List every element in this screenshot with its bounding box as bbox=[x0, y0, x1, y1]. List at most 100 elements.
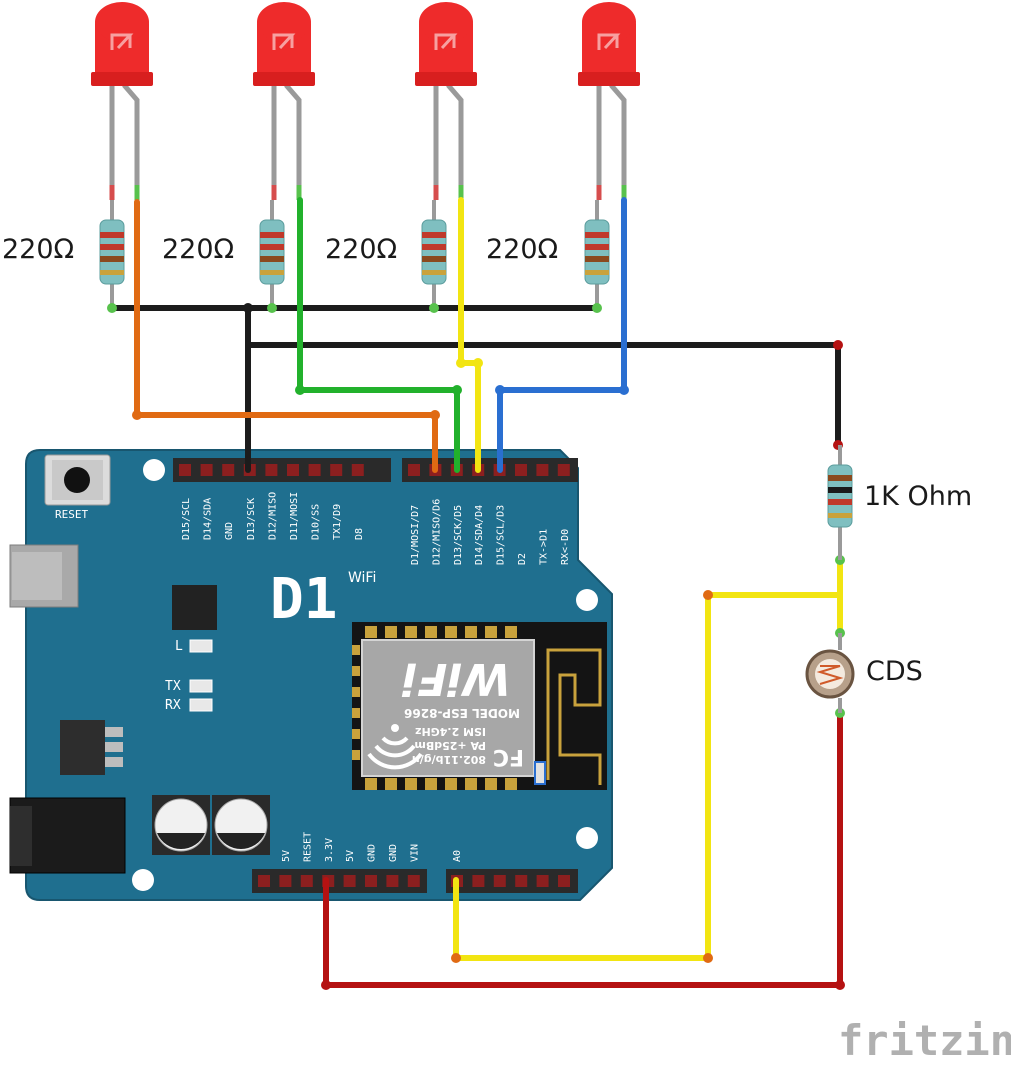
wire-node bbox=[835, 980, 845, 990]
wire-orange-d6 bbox=[134, 199, 438, 473]
header-pin bbox=[308, 464, 321, 476]
header-pin bbox=[265, 464, 278, 476]
wire-node bbox=[703, 953, 713, 963]
wemos-d1-board: RESET L TX RX bbox=[9, 449, 613, 901]
wire-node bbox=[619, 385, 629, 395]
header-top-right bbox=[402, 458, 578, 482]
resistor-1-label: 220Ω bbox=[2, 234, 74, 265]
module-line1: 802.11b/g/n bbox=[412, 753, 486, 766]
header-pin bbox=[222, 464, 235, 476]
reset-button[interactable]: RESET bbox=[44, 454, 111, 521]
header-pin bbox=[515, 875, 528, 887]
header-pin bbox=[536, 875, 549, 887]
resistor-1k bbox=[827, 445, 853, 560]
wire-node bbox=[267, 303, 277, 313]
module-model: MODEL ESP-8266 bbox=[404, 706, 520, 720]
board-logo: D1 bbox=[270, 567, 337, 632]
header-pin bbox=[536, 464, 549, 476]
capacitor bbox=[152, 795, 210, 855]
pin-label: GND bbox=[367, 844, 378, 862]
module-line2: PA +25dBm bbox=[414, 739, 486, 752]
led-l-label: L bbox=[175, 639, 183, 654]
usb-port-inner bbox=[12, 552, 62, 600]
led bbox=[91, 2, 153, 200]
cds-label: CDS bbox=[866, 656, 923, 687]
led-tx-label: TX bbox=[165, 679, 181, 694]
wire-node bbox=[451, 953, 461, 963]
wire-node bbox=[592, 303, 602, 313]
pin-label: 3.3V bbox=[324, 838, 335, 862]
pin-label: 5V bbox=[281, 850, 292, 862]
reset-label: RESET bbox=[55, 508, 88, 521]
wire-node bbox=[703, 590, 713, 600]
capacitor bbox=[212, 795, 270, 855]
wire-node bbox=[452, 385, 462, 395]
resistor-4-label: 220Ω bbox=[486, 234, 558, 265]
pin-label: D15/SCL bbox=[181, 498, 192, 540]
pin-label: RX<-D0 bbox=[560, 529, 571, 565]
pin-label: D12/MISO/D6 bbox=[431, 499, 442, 565]
pin-label: GND bbox=[224, 522, 235, 540]
wifi-icon bbox=[367, 724, 423, 770]
wire-node bbox=[132, 410, 142, 420]
wire-node bbox=[456, 358, 466, 368]
resistor-3-label: 220Ω bbox=[325, 234, 397, 265]
header-pin bbox=[386, 875, 399, 887]
mount-hole bbox=[143, 459, 165, 481]
pin-label: D10/SS bbox=[311, 504, 322, 540]
fritzing-watermark: fritzing bbox=[838, 1016, 1011, 1065]
header-pin bbox=[343, 875, 356, 887]
module-fc: FC bbox=[493, 744, 524, 769]
resistor-1k-label: 1K Ohm bbox=[864, 481, 972, 512]
pin-label: D14/SDA bbox=[203, 498, 214, 540]
header-pin bbox=[179, 464, 191, 476]
wire-node bbox=[833, 340, 843, 350]
pin-label: A0 bbox=[452, 850, 463, 862]
led-rx bbox=[189, 698, 213, 712]
led-l bbox=[189, 639, 213, 653]
pin-label: RESET bbox=[302, 832, 313, 862]
header-bottom-right bbox=[446, 869, 578, 893]
usb-chip bbox=[172, 585, 217, 630]
power-jack-front bbox=[10, 806, 32, 866]
header-pin bbox=[515, 464, 527, 476]
header-pin bbox=[407, 875, 420, 887]
mount-hole bbox=[576, 589, 598, 611]
wire-node bbox=[429, 303, 439, 313]
led-rx-label: RX bbox=[165, 698, 181, 713]
led bbox=[578, 2, 640, 200]
header-pin bbox=[279, 875, 292, 887]
wire-blue-d3 bbox=[497, 197, 627, 473]
header-pin bbox=[493, 875, 506, 887]
header-pin bbox=[200, 464, 213, 476]
pin-label: TX1/D9 bbox=[332, 504, 343, 540]
pin-label: D13/SCK/D5 bbox=[453, 505, 464, 565]
resistor-220 bbox=[584, 200, 610, 308]
resistor-220 bbox=[259, 200, 285, 308]
wire-node bbox=[107, 303, 117, 313]
wire-node bbox=[321, 980, 331, 990]
pin-label: D13/SCK bbox=[246, 498, 257, 540]
led-tx bbox=[189, 679, 213, 693]
resistor-220 bbox=[421, 200, 447, 308]
voltage-regulator bbox=[60, 720, 123, 775]
module-line3: ISM 2.4GHz bbox=[415, 725, 486, 738]
mount-hole bbox=[132, 869, 154, 891]
header-pin bbox=[351, 464, 364, 476]
cds-photoresistor bbox=[805, 633, 855, 713]
pin-label: TX->D1 bbox=[538, 529, 549, 565]
pin-label: D14/SDA/D4 bbox=[474, 505, 485, 565]
wire-node bbox=[243, 303, 253, 313]
header-pin bbox=[558, 875, 570, 887]
mount-hole bbox=[576, 827, 598, 849]
pin-label: D12/MISO bbox=[267, 492, 278, 540]
header-pin bbox=[300, 875, 313, 887]
led bbox=[253, 2, 315, 200]
header-pin bbox=[408, 464, 420, 476]
wire-node bbox=[473, 358, 483, 368]
pin-label: GND bbox=[388, 844, 399, 862]
pin-label: D15/SCL/D3 bbox=[496, 505, 507, 565]
wire-node bbox=[495, 385, 505, 395]
wire-node bbox=[430, 410, 440, 420]
header-pin bbox=[472, 875, 485, 887]
